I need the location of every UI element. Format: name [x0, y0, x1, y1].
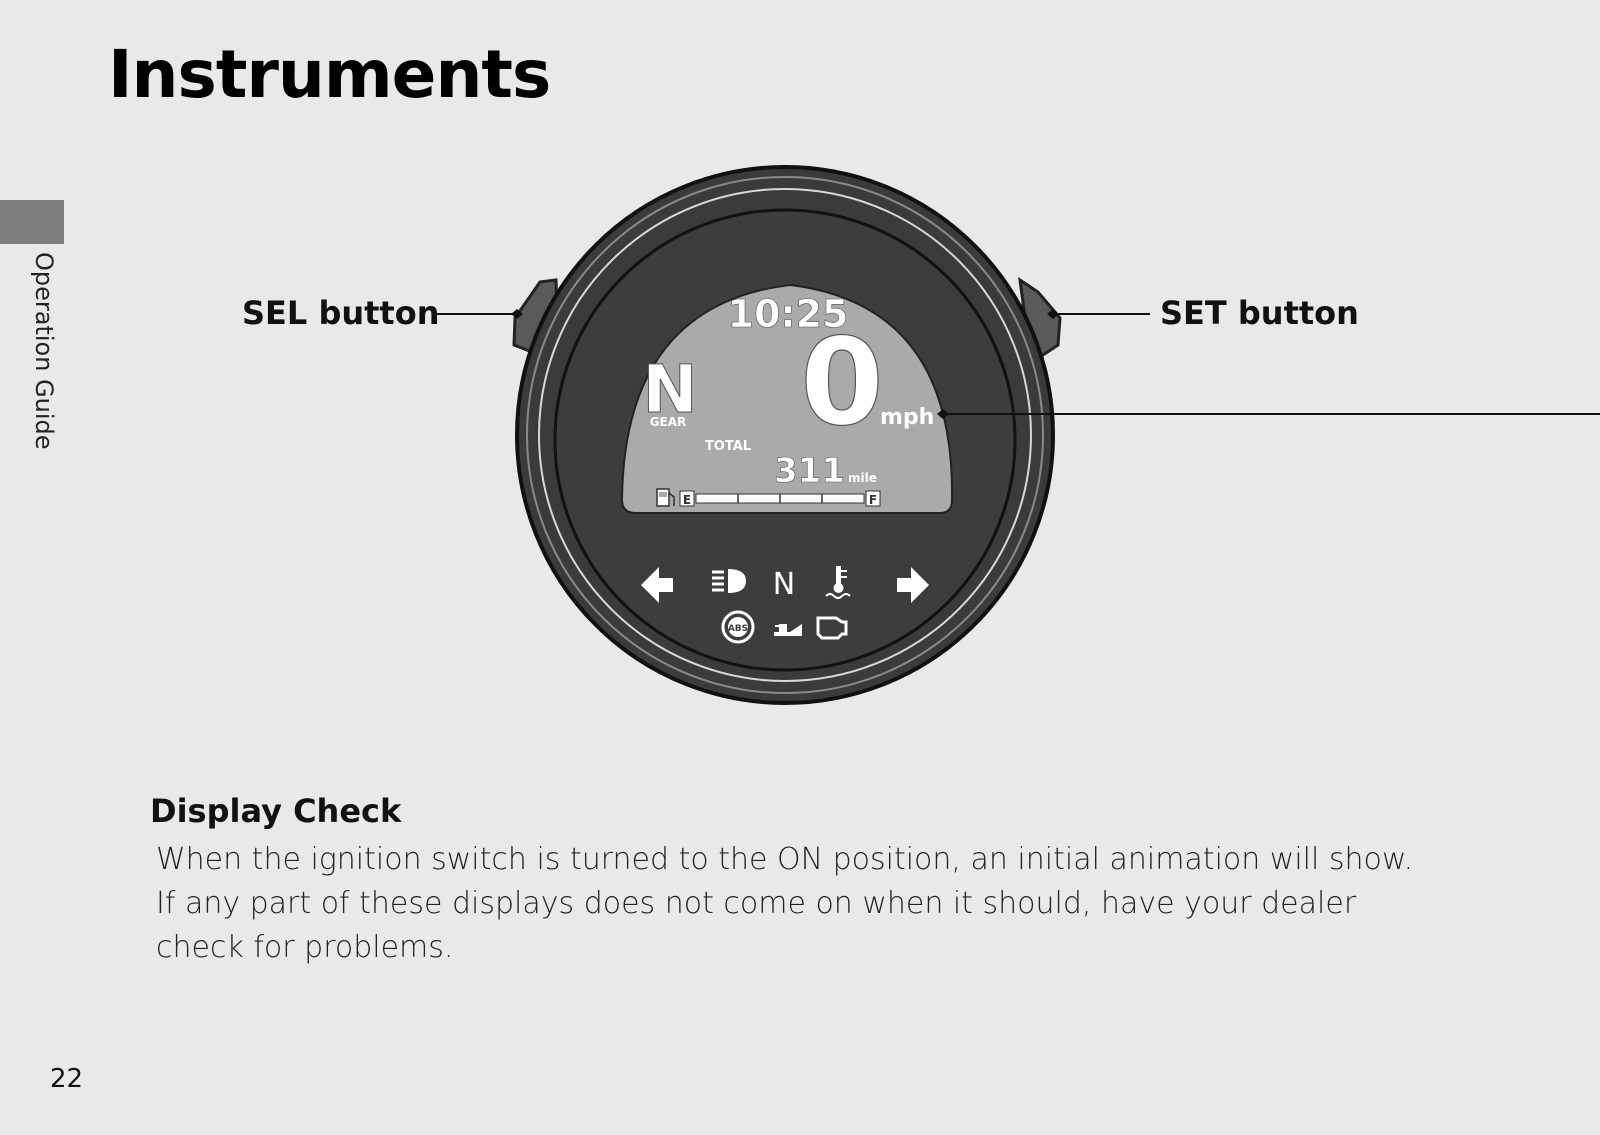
odometer-unit: mile	[848, 471, 877, 485]
gear-label: GEAR	[650, 415, 687, 429]
right-turn-signal-icon	[897, 567, 929, 603]
left-turn-signal-icon	[641, 567, 673, 603]
oil-pressure-icon	[774, 624, 802, 636]
speed-readout: 0	[800, 314, 884, 453]
fuel-full-label: F	[869, 493, 877, 507]
fuel-empty-box	[679, 490, 695, 507]
neutral-indicator: N	[773, 567, 795, 602]
lcd-panel	[620, 283, 954, 514]
gear-indicator: N	[642, 351, 697, 428]
sel-button-label: SEL button	[242, 294, 440, 332]
page-title: Instruments	[108, 36, 551, 113]
abs-label: ABS	[728, 624, 748, 634]
section-heading: Display Check	[150, 792, 402, 830]
odometer-label: TOTAL	[705, 439, 751, 454]
coolant-temperature-icon	[825, 566, 851, 599]
odometer-value: 311	[774, 451, 845, 491]
fuel-full-box	[865, 490, 881, 507]
check-engine-icon	[816, 616, 848, 640]
instrument-cluster-figure: 10:25 N GEAR 0 mph TOTAL 311 mile E F N	[432, 165, 1600, 705]
side-tab-label: Operation Guide	[30, 252, 58, 450]
fuel-empty-label: E	[683, 493, 691, 507]
set-button-label: SET button	[1160, 294, 1359, 332]
fuel-pump-icon	[656, 488, 675, 507]
section-body-text: When the ignition switch is turned to th…	[156, 842, 1414, 965]
clock-readout: 10:25	[728, 292, 849, 336]
high-beam-icon	[712, 569, 746, 593]
page-number: 22	[50, 1064, 84, 1094]
speed-unit: mph	[880, 405, 934, 430]
abs-icon: ABS	[721, 610, 755, 644]
section-tab-marker	[0, 200, 64, 244]
